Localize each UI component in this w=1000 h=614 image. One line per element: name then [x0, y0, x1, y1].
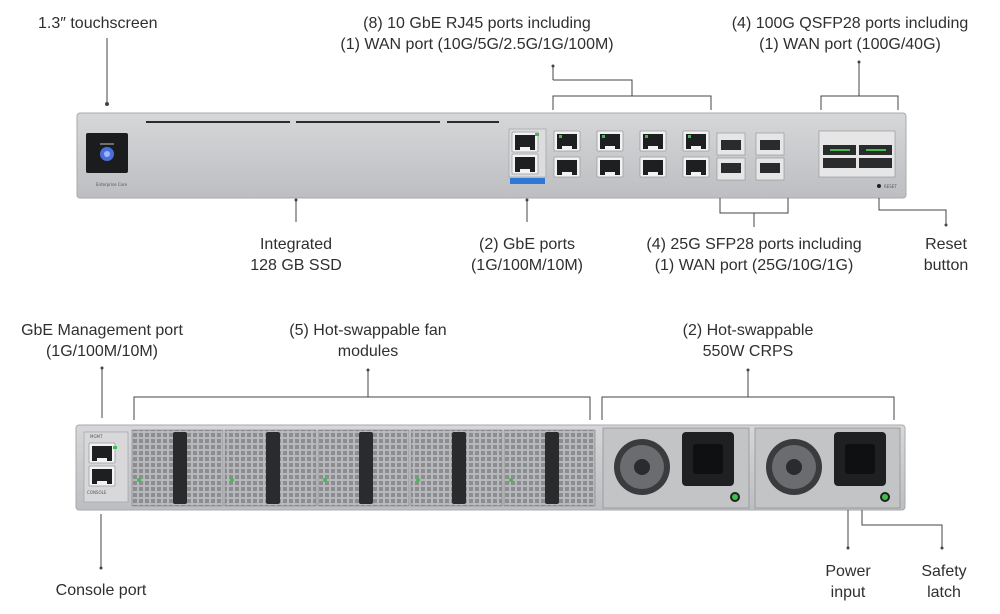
fan-module[interactable] [224, 429, 317, 507]
label-qsfp-line2: (1) WAN port (100G/40G) [759, 36, 941, 53]
rear-leader-lines [99, 366, 944, 570]
label-sfp28-ports: (4) 25G SFP28 ports including (1) WAN po… [614, 234, 894, 276]
label-reset-line1: Reset [925, 236, 967, 253]
label-psu-line2: 550W CRPS [702, 343, 794, 360]
brand-text: Enterprise Core [96, 182, 128, 187]
psu-modules[interactable] [602, 427, 901, 509]
label-gbe-line1: (2) GbE ports [478, 236, 576, 253]
fan-module[interactable] [410, 429, 503, 507]
label-touchscreen: 1.3″ touchscreen [38, 13, 158, 34]
mgmt-small-text: MGMT [90, 434, 103, 439]
label-qsfp-line1: (4) 100G QSFP28 ports including [731, 15, 969, 32]
label-fan-modules: (5) Hot-swappable fan modules [258, 320, 478, 362]
reset-button[interactable] [877, 184, 881, 188]
label-mgmt-line2: (1G/100M/10M) [45, 343, 159, 360]
label-console-text: Console port [55, 582, 147, 599]
rear-panel: MGMT CONSOLE [75, 424, 906, 511]
label-ssd: Integrated 128 GB SSD [216, 234, 376, 276]
label-gbe-line2: (1G/100M/10M) [470, 257, 584, 274]
reset-small-text: RESET [884, 184, 897, 189]
label-gbe-ports: (2) GbE ports (1G/100M/10M) [447, 234, 607, 276]
gbe-ports[interactable] [508, 128, 547, 184]
label-ssd-line1: Integrated [259, 236, 333, 253]
label-reset-button: Reset button [906, 234, 986, 276]
label-rj45-ports: (8) 10 GbE RJ45 ports including (1) WAN … [237, 13, 717, 55]
label-mgmt-port: GbE Management port (1G/100M/10M) [2, 320, 202, 362]
psu-module[interactable] [754, 427, 901, 509]
fan-module[interactable] [317, 429, 410, 507]
label-power-line2: input [830, 584, 866, 601]
label-reset-line2: button [923, 257, 969, 274]
label-latch-line1: Safety [921, 563, 967, 580]
front-leader-lines [105, 38, 948, 227]
label-mgmt-line1: GbE Management port [21, 322, 183, 339]
label-latch-line2: latch [927, 584, 961, 601]
label-touchscreen-text: 1.3″ touchscreen [38, 15, 158, 32]
label-qsfp28-ports: (4) 100G QSFP28 ports including (1) WAN … [710, 13, 990, 55]
label-power-line1: Power [825, 563, 871, 580]
label-fans-line2: modules [337, 343, 399, 360]
label-sfp-line1: (4) 25G SFP28 ports including [646, 236, 862, 253]
label-rj45-line1: (8) 10 GbE RJ45 ports including [363, 15, 591, 32]
label-safety-latch: Safety latch [904, 561, 984, 603]
rj45-10g-ports[interactable] [553, 130, 710, 178]
front-panel: Enterprise Core [76, 112, 907, 199]
fan-module[interactable] [503, 429, 596, 507]
label-rj45-line2: (1) WAN port (10G/5G/2.5G/1G/100M) [340, 36, 614, 53]
front-vent-slits [146, 121, 499, 123]
label-psu: (2) Hot-swappable 550W CRPS [648, 320, 848, 362]
label-ssd-line2: 128 GB SSD [250, 257, 342, 274]
label-fans-line1: (5) Hot-swappable fan [289, 322, 447, 339]
fan-modules[interactable] [131, 429, 596, 507]
label-console-port: Console port [31, 580, 171, 601]
label-power-input: Power input [808, 561, 888, 603]
qsfp28-ports[interactable] [818, 130, 896, 178]
front-chassis [76, 112, 907, 199]
label-psu-line1: (2) Hot-swappable [682, 322, 814, 339]
mgmt-console-ports[interactable] [83, 431, 129, 503]
fan-module[interactable] [131, 429, 224, 507]
sfp28-ports[interactable] [716, 132, 785, 181]
psu-module[interactable] [602, 427, 750, 509]
console-small-text: CONSOLE [87, 490, 107, 495]
touchscreen-display[interactable] [86, 133, 128, 173]
label-sfp-line2: (1) WAN port (25G/10G/1G) [654, 257, 854, 274]
